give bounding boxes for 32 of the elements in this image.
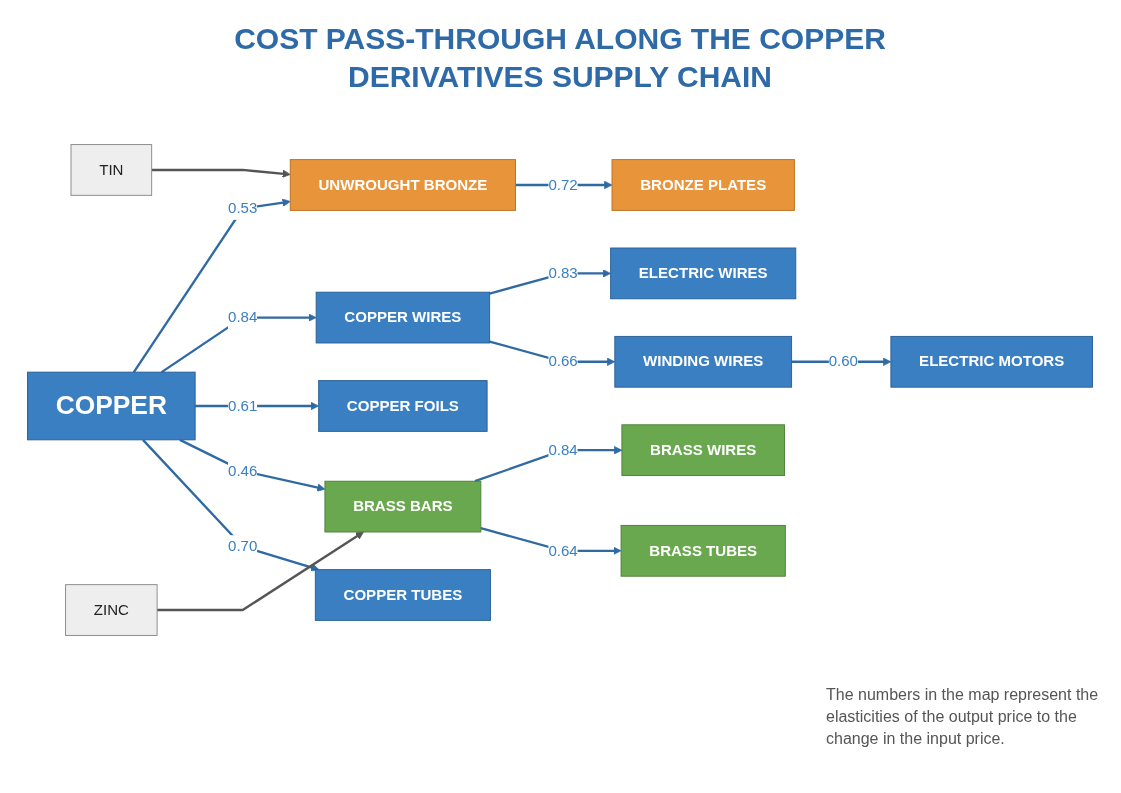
node-box: COPPER TUBES	[314, 569, 491, 621]
note-text: The numbers in the map represent the elasticities of the output price to the change in the input price.	[826, 685, 1100, 749]
edge-label: 0.83	[548, 264, 578, 281]
edge-label: 0.84	[228, 309, 258, 326]
arrow	[179, 438, 326, 492]
node-box: COPPER	[27, 371, 196, 441]
arrow	[157, 531, 364, 612]
node-box: WINDING WIRES	[614, 335, 793, 388]
edge-label: 0.84	[548, 441, 578, 458]
edge-label: 0.53	[228, 200, 258, 217]
node-box: COPPER WIRES	[315, 291, 491, 344]
edge-label: 0.60	[828, 353, 858, 370]
edge-label: 0.70	[228, 538, 258, 555]
edge-label: 0.46	[228, 462, 258, 479]
edge-label: 0.72	[548, 176, 578, 193]
edge-label: 0.61	[228, 397, 258, 414]
node-box: ZINC	[65, 584, 158, 636]
edge-label: 0.66	[548, 353, 578, 370]
arrow	[142, 439, 320, 572]
arrow	[132, 198, 291, 373]
node-box: COPPER FOILS	[318, 380, 488, 432]
node-box: ELECTRIC MOTORS	[890, 335, 1093, 388]
node-box: BRASS BARS	[324, 480, 482, 533]
node-box: ELECTRIC WIRES	[610, 247, 797, 300]
node-box: BRASS TUBES	[620, 524, 786, 577]
edge-label: 0.64	[548, 542, 578, 559]
node-box: BRONZE PLATES	[611, 159, 795, 211]
node-box: BRASS WIRES	[621, 424, 785, 477]
node-box: TIN	[70, 144, 153, 196]
diagram-title: COST PASS-THROUGH ALONG THE COPPER DERIVATIVES SUPPLY CHAIN	[233, 21, 887, 95]
arrow	[151, 168, 291, 178]
node-box: UNWROUGHT BRONZE	[289, 159, 516, 211]
